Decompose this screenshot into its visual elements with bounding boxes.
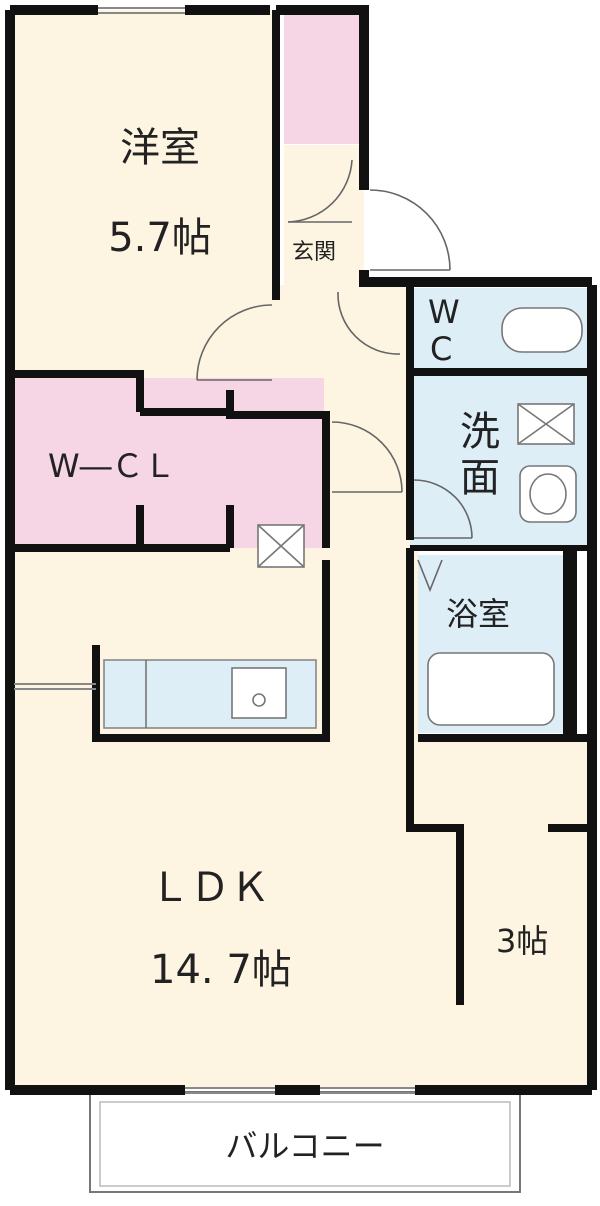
western-room-label: 洋室 [120,125,200,171]
wcl-label: W―ＣＬ [48,447,176,485]
western-room-floor [10,10,280,378]
toilet-icon [501,307,583,353]
western-room-size: 5.7帖 [108,215,212,261]
ldk-floor [14,548,418,1088]
entrance-label: 玄関 [292,240,337,265]
sink-icon [519,465,577,523]
ldk-size: 14. 7帖 [150,947,292,993]
wcl-floor [14,378,324,548]
wc-label-w: W [428,293,460,331]
bath-label: 浴室 [446,595,511,633]
wc-label-c: C [430,330,453,368]
bathtub-icon [427,652,555,726]
hall-floor-2 [326,415,410,555]
balcony-area [89,1091,521,1193]
shoe-cabinet [284,14,360,144]
washroom-label-2: 面 [460,455,500,501]
room3-floor [418,740,590,1090]
room3-size: 3帖 [496,922,549,960]
windows [14,7,415,1094]
doors [196,159,473,593]
balcony-label: バルコニー [225,1127,385,1165]
washroom-label-1: 洗 [460,409,500,455]
walls [5,5,597,1095]
fixtures [103,307,583,729]
stove-icon [231,667,287,719]
ldk-label: ＬＤＫ [150,865,270,911]
